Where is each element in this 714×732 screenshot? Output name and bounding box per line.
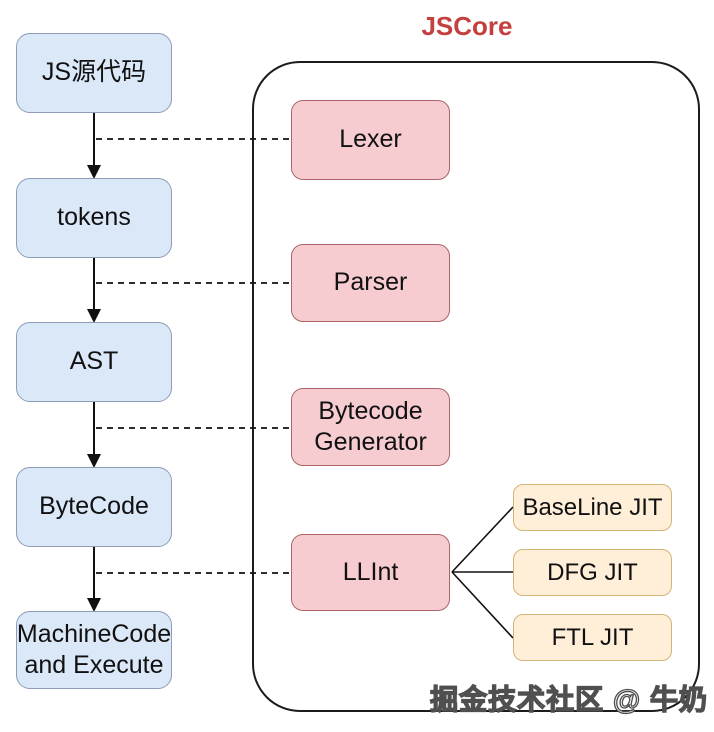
jscore-title: JSCore [421,11,513,41]
jit-node-ftl: FTL JIT [513,614,672,661]
flow-node-js-source: JS源代码 [16,33,172,113]
stage-node-lexer: Lexer [291,100,450,180]
jscore-container [252,61,700,712]
stage-node-llint: LLInt [291,534,450,611]
flow-node-tokens: tokens [16,178,172,258]
jit-node-baseline: BaseLine JIT [513,484,672,531]
flow-node-label: tokens [57,203,131,232]
jit-node-dfg: DFG JIT [513,549,672,596]
flow-node-label: AST [69,347,119,376]
stage-node-label: Lexer [339,125,402,154]
jit-node-label: DFG JIT [547,558,638,586]
stage-node-label: Parser [333,268,408,297]
flow-node-bytecode: ByteCode [16,467,172,547]
stage-node-parser: Parser [291,244,450,322]
flow-node-label: MachineCode and Execute [16,619,172,679]
jit-node-label: BaseLine JIT [522,493,663,521]
flow-node-label: ByteCode [39,492,149,521]
stage-node-bytecode-generator: Bytecode Generator [291,388,450,466]
flow-node-label: JS源代码 [41,58,147,87]
watermark: 掘金技术社区 @ 牛奶 [429,683,708,715]
stage-node-label: Bytecode Generator [314,396,427,456]
flow-node-machinecode: MachineCode and Execute [16,611,172,689]
jit-node-label: FTL JIT [551,623,634,651]
flow-node-ast: AST [16,322,172,402]
stage-node-label: LLInt [342,557,399,586]
